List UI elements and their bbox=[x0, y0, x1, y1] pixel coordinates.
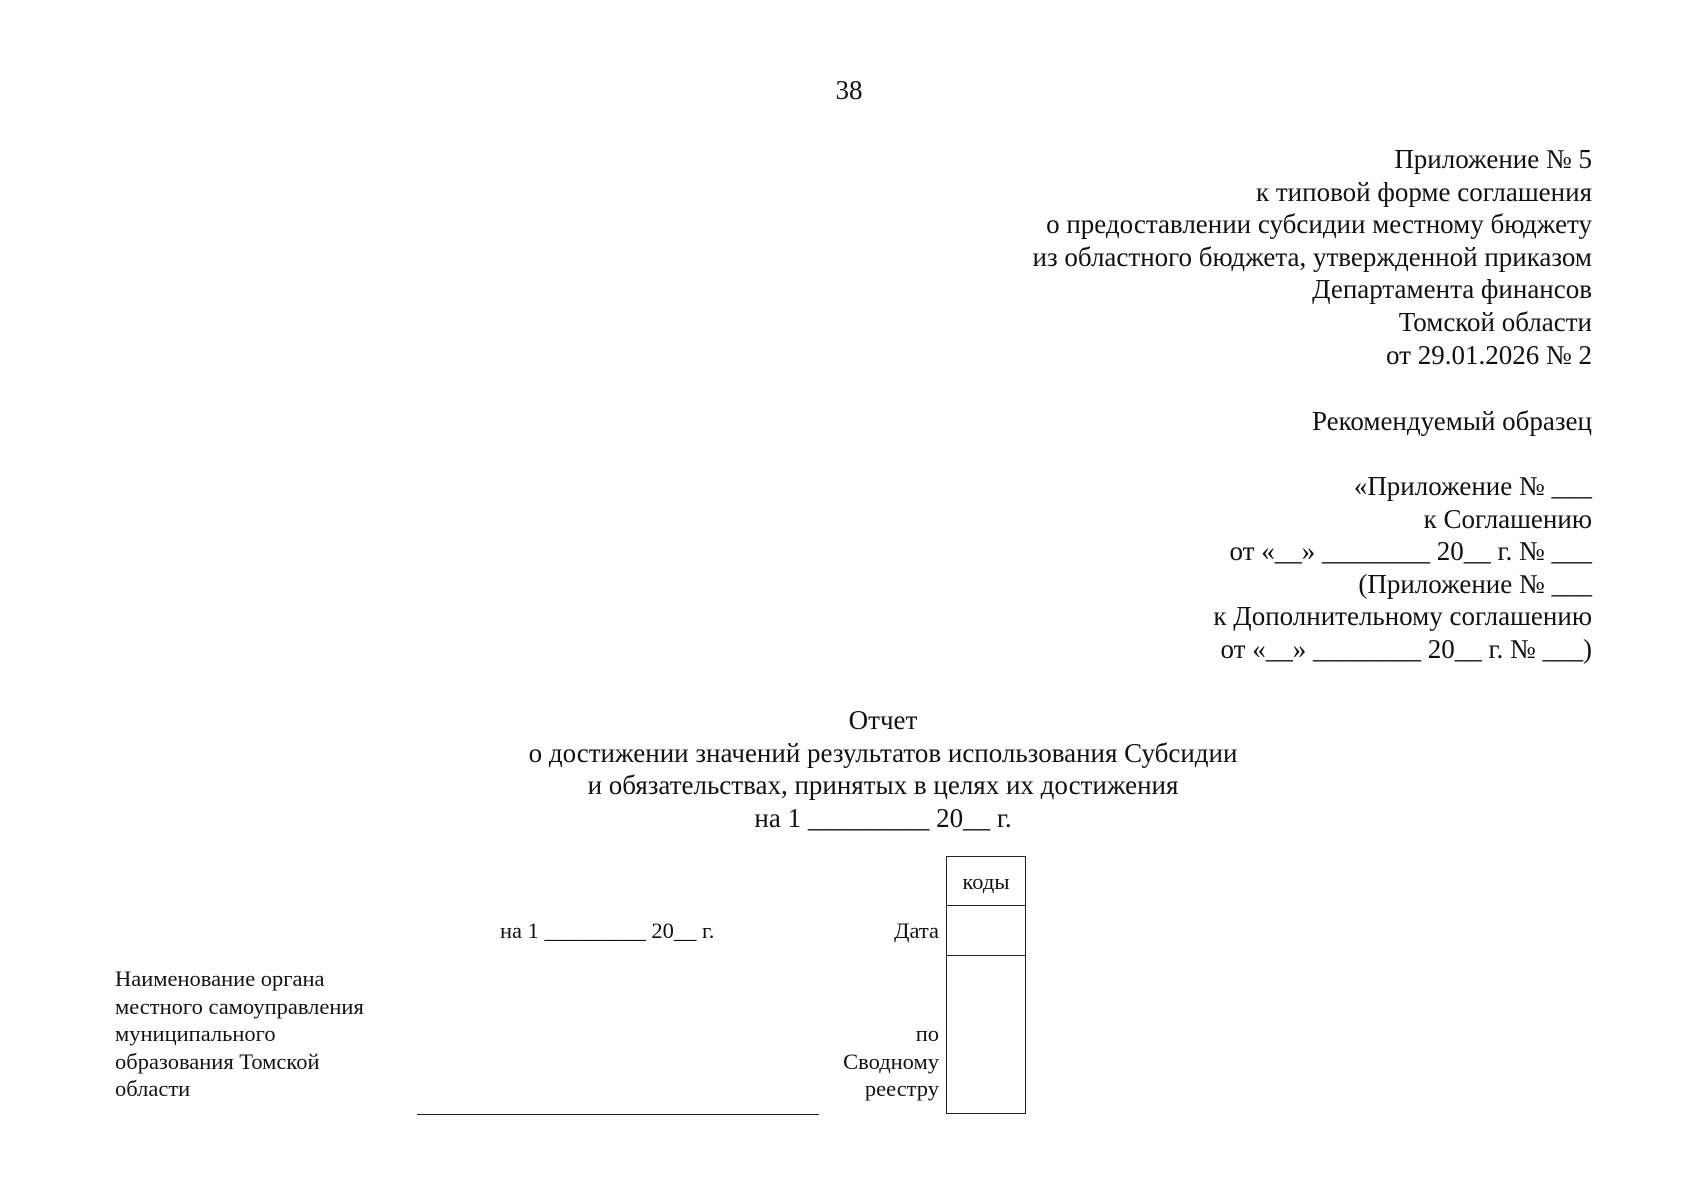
report-title: Отчет о достижении значений результатов … bbox=[0, 704, 1698, 834]
form-date-line: на 1 _________ 20__ г. bbox=[500, 918, 715, 943]
appendix-header-line: к типовой форме соглашения bbox=[1256, 176, 1592, 207]
organization-label-line: Наименование органа bbox=[115, 966, 325, 991]
report-title-line: и обязательствах, принятых в целях их до… bbox=[587, 770, 1179, 801]
date-label: Дата bbox=[894, 918, 939, 943]
report-title-line: о достижении значений результатов исполь… bbox=[528, 737, 1238, 768]
recommended-sample-label: Рекомендуемый образец bbox=[1311, 406, 1592, 436]
codes-table: коды bbox=[946, 856, 1026, 1114]
registry-code-cell[interactable] bbox=[947, 956, 1025, 1113]
registry-label-line: по bbox=[915, 1021, 939, 1046]
organization-label-line: муниципального bbox=[115, 1021, 276, 1046]
appendix-header-line: Приложение № 5 bbox=[1394, 144, 1592, 174]
appendix-header-line: о предоставлении субсидии местному бюдже… bbox=[1046, 209, 1592, 240]
codes-header: коды bbox=[947, 857, 1025, 906]
agreement-reference-line: «Приложение № ___ bbox=[1353, 471, 1592, 501]
agreement-reference: «Приложение № ___ к Соглашению от «__» _… bbox=[1213, 470, 1592, 666]
date-code-cell[interactable] bbox=[947, 906, 1025, 956]
organization-label-line: образования Томской bbox=[115, 1048, 320, 1074]
organization-label-line: области bbox=[115, 1076, 191, 1101]
registry-label: по Сводному реестру bbox=[800, 1020, 939, 1103]
organization-name-line[interactable] bbox=[417, 1114, 819, 1115]
appendix-header-line: Департамента финансов bbox=[1312, 274, 1592, 305]
appendix-header-line: от 29.01.2026 № 2 bbox=[1386, 339, 1592, 370]
report-title-line: Отчет bbox=[848, 705, 918, 735]
agreement-reference-line: к Соглашению bbox=[1423, 503, 1592, 534]
organization-label-line: местного самоуправления bbox=[115, 993, 364, 1019]
report-title-line: на 1 _________ 20__ г. bbox=[754, 802, 1012, 833]
organization-label: Наименование органа местного самоуправле… bbox=[115, 965, 364, 1103]
agreement-reference-line: (Приложение № ___ bbox=[1358, 568, 1592, 599]
appendix-header-line: Томской области bbox=[1398, 306, 1592, 337]
agreement-reference-line: к Дополнительному соглашению bbox=[1213, 601, 1592, 632]
registry-label-line: реестру bbox=[864, 1076, 939, 1101]
appendix-header: Приложение № 5 к типовой форме соглашени… bbox=[1033, 143, 1592, 371]
page-number: 38 bbox=[835, 75, 863, 105]
registry-label-line: Сводному bbox=[843, 1048, 939, 1074]
appendix-header-line: из областного бюджета, утвержденной прик… bbox=[1032, 241, 1592, 272]
agreement-reference-line: от «__» ________ 20__ г. № ___ bbox=[1229, 536, 1592, 567]
agreement-reference-line: от «__» ________ 20__ г. № ___) bbox=[1220, 633, 1592, 664]
